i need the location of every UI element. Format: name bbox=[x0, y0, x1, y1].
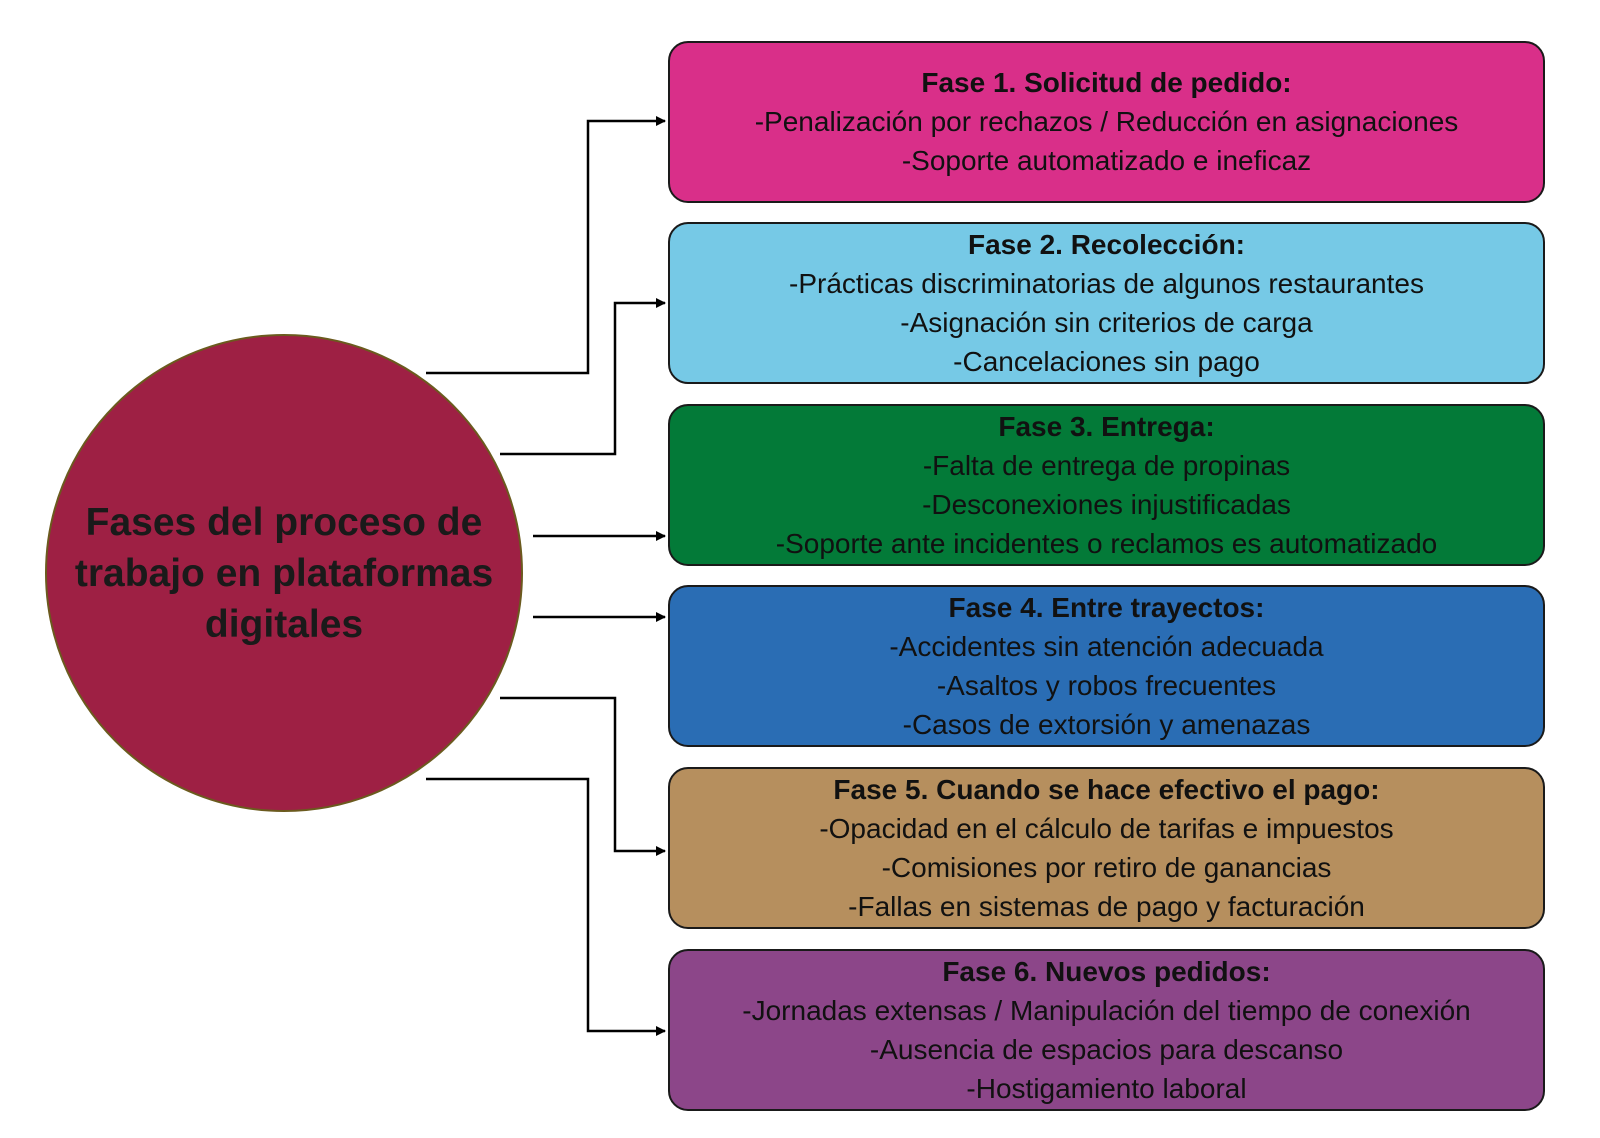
connector-phase-5 bbox=[500, 696, 666, 856]
phase-2-item: -Asignación sin criterios de carga bbox=[900, 306, 1313, 338]
phase-5-title: Fase 5. Cuando se hace efectivo el pago: bbox=[833, 773, 1380, 805]
phase-1-item: -Soporte automatizado e ineficaz bbox=[901, 145, 1312, 176]
phase-5-item: -Opacidad en el cálculo de tarifas e imp… bbox=[819, 812, 1394, 844]
phase-6-title: Fase 6. Nuevos pedidos: bbox=[942, 955, 1271, 987]
phase-5-box: Fase 5. Cuando se hace efectivo el pago:… bbox=[668, 767, 1545, 929]
phase-5-item: -Comisiones por retiro de ganancias bbox=[881, 851, 1332, 883]
phase-6-item: -Hostigamiento laboral bbox=[966, 1072, 1247, 1104]
phase-3-item: -Desconexiones injustificadas bbox=[922, 488, 1291, 520]
phase-3-title: Fase 3. Entrega: bbox=[998, 410, 1215, 442]
connector-phase-2 bbox=[500, 298, 666, 456]
phase-3-item: -Soporte ante incidentes o reclamos es a… bbox=[775, 527, 1438, 559]
phase-3-box: Fase 3. Entrega: -Falta de entrega de pr… bbox=[668, 404, 1545, 566]
phase-2-box: Fase 2. Recolección: -Prácticas discrimi… bbox=[668, 222, 1545, 384]
phase-5-item: -Fallas en sistemas de pago y facturació… bbox=[848, 890, 1365, 922]
phase-4-item: -Asaltos y robos frecuentes bbox=[936, 669, 1277, 701]
phase-6-box: Fase 6. Nuevos pedidos: -Jornadas extens… bbox=[668, 949, 1545, 1111]
phase-4-box: Fase 4. Entre trayectos: -Accidentes sin… bbox=[668, 585, 1545, 747]
phase-2-item: -Cancelaciones sin pago bbox=[953, 345, 1260, 377]
phase-2-item: -Prácticas discriminatorias de algunos r… bbox=[789, 267, 1424, 299]
phase-1-title: Fase 1. Solicitud de pedido: bbox=[921, 67, 1292, 98]
phase-4-item: -Casos de extorsión y amenazas bbox=[902, 708, 1311, 740]
connector-phase-1 bbox=[426, 116, 666, 375]
connector-phase-6 bbox=[426, 777, 666, 1036]
phase-2-title: Fase 2. Recolección: bbox=[967, 228, 1245, 260]
phase-6-item: -Ausencia de espacios para descanso bbox=[869, 1033, 1344, 1065]
phase-4-item: -Accidentes sin atención adecuada bbox=[889, 630, 1324, 662]
phase-1-item: -Penalización por rechazos / Reducción e… bbox=[754, 106, 1459, 137]
phase-6-item: -Jornadas extensas / Manipulación del ti… bbox=[742, 994, 1471, 1026]
phase-3-item: -Falta de entrega de propinas bbox=[922, 449, 1291, 481]
phase-1-box: Fase 1. Solicitud de pedido: -Penalizaci… bbox=[668, 41, 1545, 203]
central-topic-title: Fases del proceso de trabajo en platafor… bbox=[74, 500, 494, 646]
phase-4-title: Fase 4. Entre trayectos: bbox=[948, 591, 1265, 623]
central-topic-circle: Fases del proceso de trabajo en platafor… bbox=[45, 334, 523, 812]
